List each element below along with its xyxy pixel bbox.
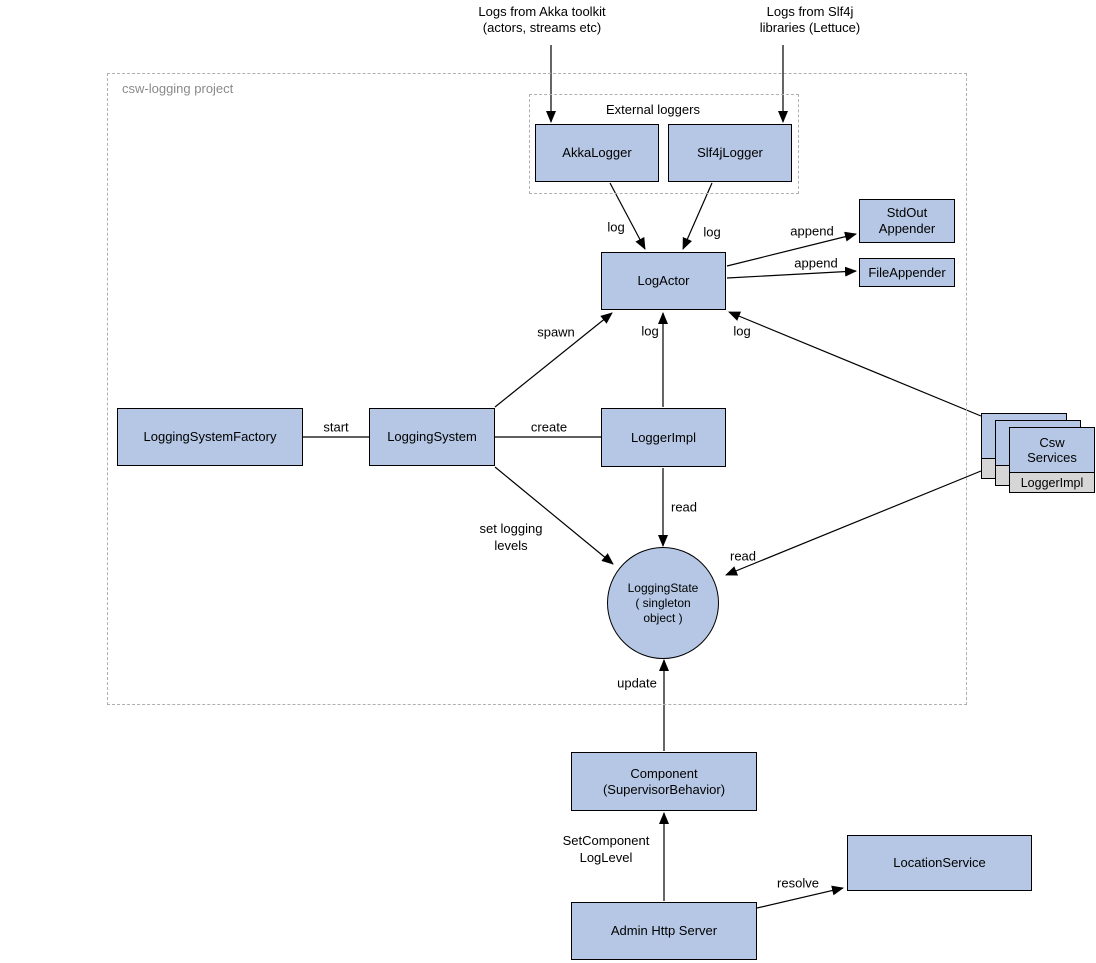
node-stdout-appender: StdOut Appender: [859, 199, 955, 243]
node-loggingsystem: LoggingSystem: [369, 408, 495, 466]
edge-label-spawn: spawn: [537, 324, 575, 340]
edge-label-append-file: append: [794, 255, 838, 271]
csw-logging-project-group: [107, 73, 967, 705]
external-loggers-label: External loggers: [606, 102, 700, 117]
node-loggingsystemfactory: LoggingSystemFactory: [117, 408, 303, 466]
slf4j-source-annotation: Logs from Slf4j libraries (Lettuce): [759, 4, 861, 35]
edge-label-update: update: [617, 675, 657, 691]
csw-services-loggerimpl-strip: LoggerImpl: [1010, 472, 1094, 492]
node-admin-http-server: Admin Http Server: [571, 902, 757, 960]
edge-label-set-logging-levels: set logging levels: [479, 521, 543, 553]
edge-label-setcomponent-loglevel: SetComponent LogLevel: [562, 833, 650, 865]
edge-label-start: start: [323, 419, 349, 435]
node-loggingstate: LoggingState ( singleton object ): [607, 547, 719, 659]
csw-logging-project-label: csw-logging project: [122, 81, 234, 96]
csw-services-card-front: Csw Services LoggerImpl: [1009, 427, 1095, 493]
edge-label-read-impl: read: [670, 499, 698, 515]
node-logactor: LogActor: [601, 252, 726, 310]
edge-label-create: create: [530, 419, 568, 435]
edge-label-append-stdout: append: [790, 223, 834, 239]
node-akkalogger: AkkaLogger: [535, 124, 659, 182]
node-component: Component (SupervisorBehavior): [571, 752, 757, 811]
akka-source-annotation: Logs from Akka toolkit (actors, streams …: [478, 4, 606, 35]
edge-label-log-services: log: [733, 323, 751, 339]
edge-label-resolve: resolve: [777, 875, 819, 891]
node-loggerimpl: LoggerImpl: [601, 408, 726, 467]
node-locationservice: LocationService: [847, 835, 1032, 891]
edge-label-log-slf4j: log: [703, 224, 721, 240]
external-loggers-group: [529, 94, 799, 194]
node-slf4jlogger: Slf4jLogger: [668, 124, 792, 182]
edge-label-log-impl: log: [641, 323, 659, 339]
edge-label-read-services: read: [729, 548, 757, 564]
node-fileappender: FileAppender: [859, 258, 955, 287]
edge-label-log-akka: log: [607, 219, 625, 235]
